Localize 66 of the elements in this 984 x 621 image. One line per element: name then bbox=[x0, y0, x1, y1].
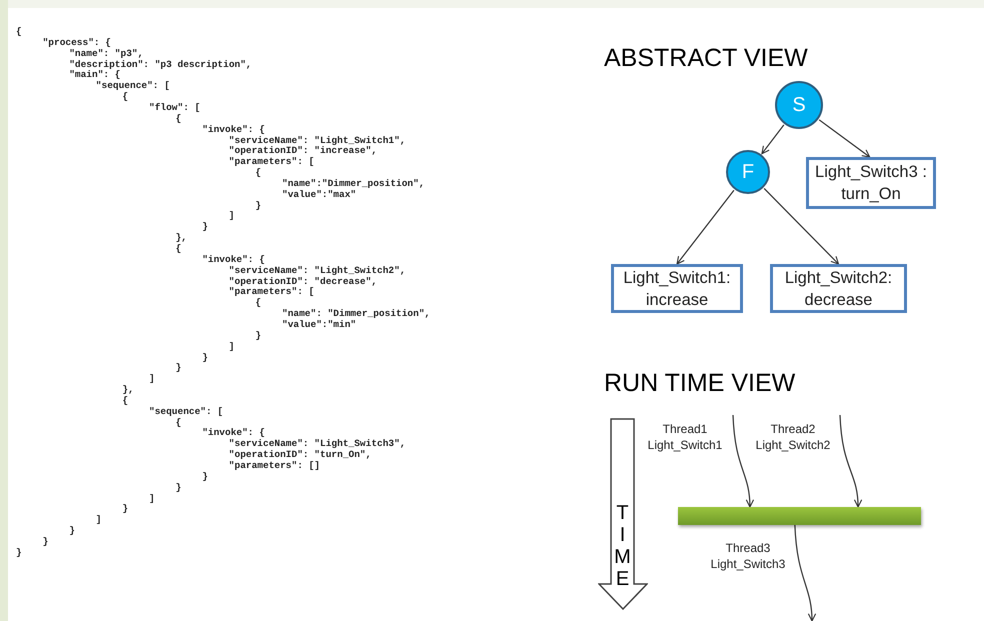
code-line: "flow": [ bbox=[149, 102, 200, 114]
code-line: { bbox=[122, 396, 128, 407]
code-line: "parameters": [ bbox=[228, 157, 314, 168]
code-line: } bbox=[202, 352, 208, 364]
code-line: "name": "Dimmer_position", bbox=[282, 309, 430, 320]
code-line: { bbox=[255, 298, 262, 310]
code-line: { bbox=[255, 168, 262, 179]
code-line: } bbox=[69, 526, 75, 537]
section-heading: RUN TIME VIEW bbox=[604, 368, 796, 399]
code-line: "serviceName": "Light_Switch1", bbox=[228, 136, 406, 146]
section-heading: ABSTRACT VIEW bbox=[604, 43, 808, 74]
time-arrow: TIME bbox=[598, 418, 648, 610]
code-line: "invoke": { bbox=[202, 428, 265, 439]
code-line: "value":"min" bbox=[282, 320, 356, 331]
code-line: "invoke": { bbox=[202, 254, 265, 266]
code-line: }, bbox=[122, 385, 134, 396]
code-line: "sequence": [ bbox=[96, 81, 170, 92]
code-line: "value":"max" bbox=[282, 190, 356, 201]
code-line: ] bbox=[149, 374, 155, 385]
code-line: { bbox=[16, 27, 22, 38]
code-line: { bbox=[176, 418, 182, 428]
code-line: "operationID": "increase", bbox=[228, 146, 378, 157]
operation-box: Light_Switch3 : turn_On bbox=[806, 157, 936, 209]
code-line: } bbox=[202, 222, 208, 234]
code-line: { bbox=[176, 244, 182, 255]
arrow bbox=[818, 119, 870, 158]
code-line: } bbox=[176, 363, 182, 374]
code-line: } bbox=[176, 482, 182, 494]
sync-bar bbox=[678, 507, 921, 525]
code-line: }, bbox=[176, 233, 187, 244]
code-line: ] bbox=[228, 211, 234, 222]
code-line: ] bbox=[228, 342, 234, 352]
code-line: "operationID": "decrease", bbox=[228, 276, 378, 287]
code-line: "description": "p3 description", bbox=[69, 60, 252, 70]
code-line: } bbox=[255, 330, 262, 342]
arrow bbox=[794, 524, 816, 621]
arrow bbox=[761, 124, 784, 154]
arrow bbox=[764, 188, 840, 265]
operation-box: Light_Switch1: increase bbox=[611, 264, 743, 313]
edge-label: Thread2 Light_Switch2 bbox=[754, 421, 832, 453]
code-line: } bbox=[255, 200, 262, 212]
code-line: } bbox=[42, 536, 48, 548]
code-line: "parameters": [] bbox=[228, 461, 320, 472]
code-line: { bbox=[122, 92, 128, 103]
code-line: "sequence": [ bbox=[149, 406, 224, 418]
code-line: "main": { bbox=[69, 70, 120, 81]
code-line: "name": "p3", bbox=[69, 48, 144, 60]
code-line: ] bbox=[96, 515, 102, 526]
code-line: "operationID": "turn_On", bbox=[228, 450, 372, 461]
code-line: } bbox=[202, 472, 208, 483]
code-line: } bbox=[122, 504, 128, 516]
edge-label: Thread3 Light_Switch3 bbox=[710, 540, 786, 572]
code-line: } bbox=[16, 548, 22, 559]
arrow bbox=[676, 190, 734, 265]
arrow bbox=[839, 414, 862, 508]
code-line: "name":"Dimmer_position", bbox=[282, 178, 425, 190]
edge-label: Thread1 Light_Switch1 bbox=[646, 421, 724, 453]
code-line: "serviceName": "Light_Switch2", bbox=[228, 266, 406, 276]
code-line: ] bbox=[149, 494, 155, 504]
arrow bbox=[732, 414, 754, 508]
code-line: "parameters": [ bbox=[228, 287, 314, 298]
operation-box: Light_Switch2: decrease bbox=[770, 264, 907, 313]
code-line: "invoke": { bbox=[202, 124, 265, 136]
code-line: "process": { bbox=[42, 38, 112, 49]
code-line: "serviceName": "Light_Switch3", bbox=[228, 439, 406, 450]
code-line: { bbox=[176, 114, 182, 125]
